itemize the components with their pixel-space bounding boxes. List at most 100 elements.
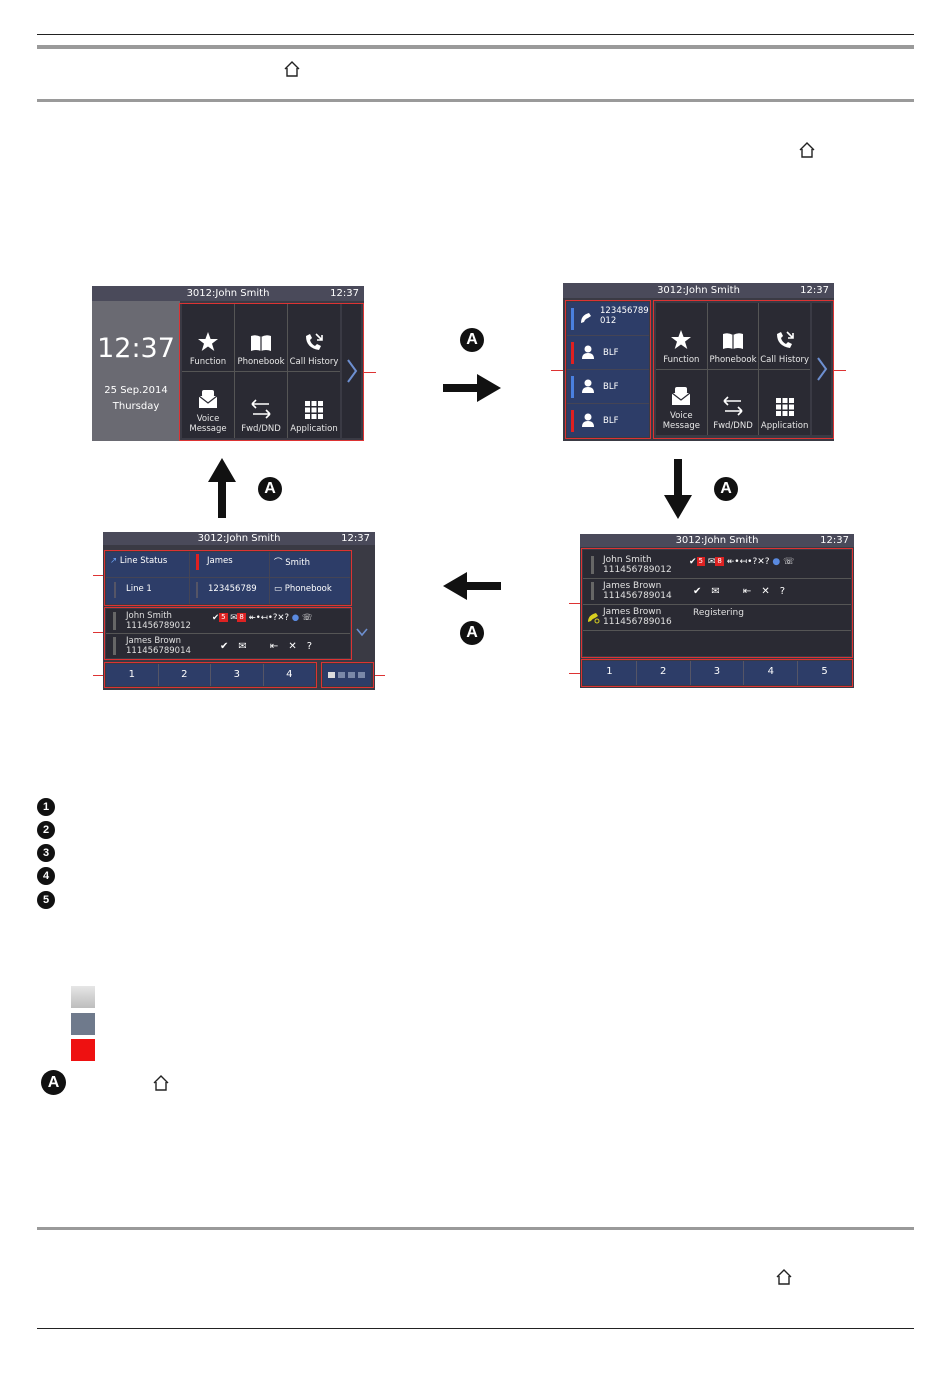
person-icon <box>582 379 594 393</box>
extension-label: 3012:John Smith <box>186 288 270 299</box>
key-label: Smith <box>285 558 310 568</box>
call-history-button[interactable]: Call History <box>759 303 810 369</box>
section-rule <box>37 99 914 102</box>
flexible-key-screen: 3012:John Smith 12:37 ↗ Line Status Jame… <box>103 532 375 690</box>
handset-icon <box>588 613 600 624</box>
voice-message-icon <box>671 387 691 405</box>
tab-4[interactable]: 4 <box>743 661 797 685</box>
arrow-icon <box>664 459 692 519</box>
status-icons: ✔✉ ⇤✕? <box>693 586 796 597</box>
call-history-icon <box>776 330 794 348</box>
flexible-key-3[interactable]: BLF <box>567 370 649 404</box>
home-icon <box>284 61 300 77</box>
call-history-label: Call History <box>289 356 339 367</box>
tab-2[interactable]: 2 <box>635 661 690 685</box>
tab-bar: 1 2 3 4 5 <box>583 661 851 685</box>
big-clock: 12:37 <box>97 333 175 364</box>
page-indicator[interactable] <box>323 664 371 686</box>
tab-1[interactable]: 1 <box>606 666 613 677</box>
flexible-key[interactable]: ⌒ Smith <box>274 558 310 568</box>
bottom-rule <box>37 1328 914 1329</box>
application-button[interactable]: Application <box>759 369 810 435</box>
led-indicator <box>591 582 594 600</box>
application-button[interactable]: Application <box>288 371 340 438</box>
flexible-key-4[interactable]: BLF <box>567 404 649 437</box>
function-button[interactable]: Function <box>182 304 234 371</box>
callout-box <box>581 659 853 687</box>
tab-3[interactable]: 3 <box>689 661 744 685</box>
contact-name: James Brown <box>126 636 182 646</box>
phonebook-label: Phonebook <box>709 354 757 365</box>
flexible-key-2[interactable]: BLF <box>567 336 649 370</box>
key-label: BLF <box>603 382 619 392</box>
tab-1[interactable]: 1 <box>128 669 135 680</box>
voice-message-button[interactable]: Voice Message <box>182 371 234 438</box>
extension-label: 3012:John Smith <box>657 285 740 296</box>
callout-number-4: 4 <box>37 867 55 885</box>
contact-name: John Smith <box>603 555 652 565</box>
tab-bar: 1 2 3 4 <box>106 664 315 686</box>
voice-label-1: Voice <box>670 411 693 421</box>
red-swatch <box>71 1039 95 1061</box>
callout-box <box>581 548 853 658</box>
home-icon <box>799 142 815 158</box>
function-label: Function <box>663 354 700 365</box>
flexible-key[interactable]: 123456789 <box>208 584 257 594</box>
status-icons: ✔5 ✉8 ↞•↤•?✕? ● ☏ <box>212 613 313 623</box>
fwd-dnd-button[interactable]: Fwd/DND <box>707 369 759 435</box>
home-screen: 3012:John Smith 12:37 12:37 25 Sep.2014 … <box>92 286 364 441</box>
voice-label-2: Message <box>189 424 227 434</box>
phonebook-button[interactable]: Phonebook <box>707 303 759 369</box>
callout-box <box>321 662 374 688</box>
fwd-dnd-button[interactable]: Fwd/DND <box>235 371 287 438</box>
led-indicator <box>114 582 116 598</box>
callout-leader <box>93 675 103 676</box>
status-icons: ✔5 ✉8 ↞•↤•?✕? ● ☏ <box>689 557 795 567</box>
led-indicator <box>113 612 116 630</box>
flexible-key[interactable]: ↗ Line Status <box>110 556 168 566</box>
chevron-down-icon <box>356 628 368 637</box>
tab-5[interactable]: 5 <box>797 661 851 685</box>
header-rule <box>37 45 914 49</box>
tab-2[interactable]: 2 <box>157 664 211 686</box>
flexible-key[interactable]: Line 1 <box>126 584 152 594</box>
voice-message-button[interactable]: Voice Message <box>656 369 707 435</box>
phonebook-button[interactable]: Phonebook <box>235 304 287 371</box>
next-page-button[interactable] <box>812 303 831 435</box>
function-button[interactable]: Function <box>656 303 707 369</box>
flexible-key[interactable]: ▭ Phonebook <box>274 584 332 594</box>
message-count-badge: 8 <box>715 557 724 566</box>
callout-leader <box>364 372 376 373</box>
tab-3[interactable]: 3 <box>210 664 263 686</box>
date-label: 25 Sep.2014 <box>104 385 168 396</box>
step-a-marker: A <box>460 328 484 352</box>
key-label: BLF <box>603 416 619 426</box>
contact-name: James Brown <box>603 581 662 591</box>
callout-box <box>179 303 364 441</box>
callout-leader <box>569 673 580 674</box>
call-history-button[interactable]: Call History <box>288 304 340 371</box>
voice-message-icon <box>198 390 218 408</box>
led-indicator <box>571 410 574 432</box>
status-clock: 12:37 <box>330 288 359 299</box>
callout-leader <box>569 603 580 604</box>
next-page-button[interactable] <box>342 304 361 438</box>
application-icon <box>775 398 794 416</box>
contact-name: James Brown <box>603 607 662 617</box>
tab-4[interactable]: 4 <box>262 664 316 686</box>
contact-number: 111456789012 <box>126 621 191 631</box>
flexible-key[interactable]: James <box>207 556 233 566</box>
clock-panel: 12:37 25 Sep.2014 Thursday <box>92 301 180 441</box>
person-icon <box>582 413 594 427</box>
scroll-down-button[interactable] <box>352 608 372 656</box>
voice-label-1: Voice <box>196 414 220 424</box>
status-clock: 12:37 <box>820 535 849 546</box>
application-icon <box>305 401 323 419</box>
